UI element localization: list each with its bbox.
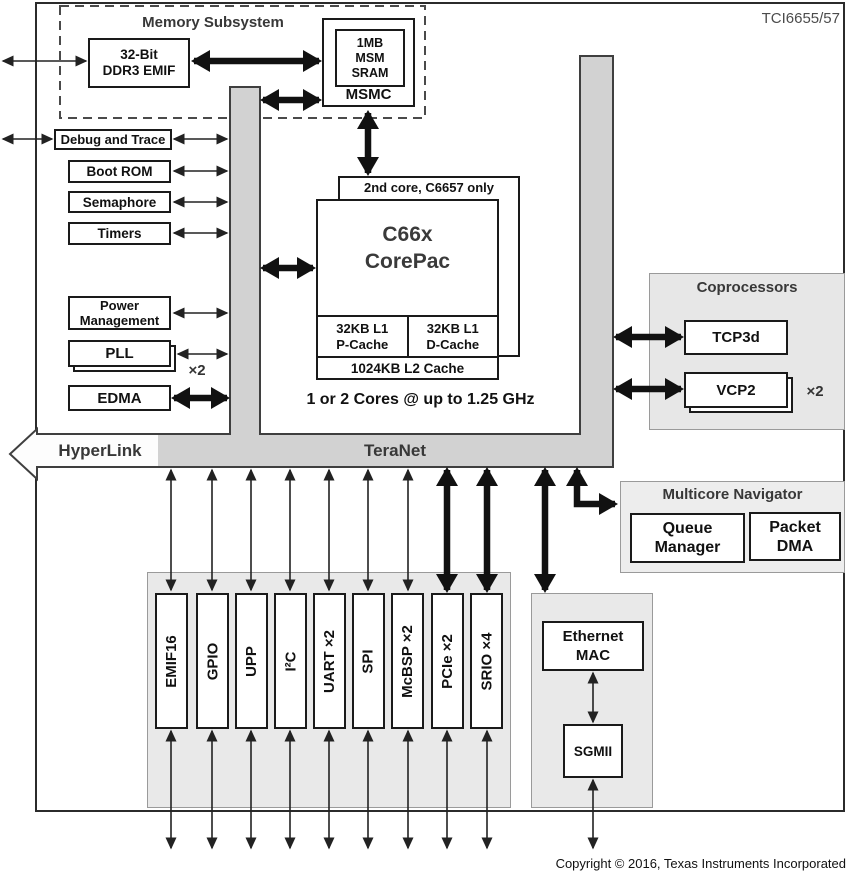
copyright-notice: Copyright © 2016, Texas Instruments Inco… [555, 856, 846, 871]
block-corepac: C66x CorePac 32KB L1 P-Cache 32KB L1 D-C… [316, 199, 499, 380]
peripheral-upp: UPP [235, 593, 268, 729]
peripheral-srio: SRIO ×4 [470, 593, 503, 729]
block-msmc: 1MB MSM SRAM MSMC [322, 18, 415, 107]
pll-multiplier-label: ×2 [188, 362, 206, 379]
thick-arrows [171, 50, 684, 593]
peripheral-srio-label: SRIO ×4 [478, 632, 496, 690]
peripheral-i2c-label: I²C [282, 651, 299, 671]
memory-subsystem-title: Memory Subsystem [142, 14, 284, 31]
peripheral-upp-label: UPP [243, 645, 260, 677]
peripheral-i2c: I²C [274, 593, 307, 729]
corepac-l1d-cache: 32KB L1 D-Cache [406, 317, 498, 356]
peripheral-gpio: GPIO [196, 593, 229, 729]
peripheral-spi-label: SPI [360, 648, 377, 674]
thin-arrows [1, 55, 599, 850]
msmc-label: MSMC [345, 86, 392, 103]
block-edma: EDMA [68, 385, 171, 411]
corepac-back-label: 2nd core, C6657 only [363, 180, 495, 195]
peripheral-emif16: EMIF16 [155, 593, 188, 729]
memory-subsystem-outline [59, 5, 426, 119]
block-semaphore: Semaphore [68, 191, 171, 213]
corepac-l1-row: 32KB L1 P-Cache 32KB L1 D-Cache [318, 315, 497, 356]
peripheral-uart-label: UART ×2 [321, 629, 338, 693]
block-tcp3d: TCP3d [684, 320, 788, 355]
block-pll: PLL [68, 340, 171, 367]
block-ethernet-mac: Ethernet MAC [542, 621, 644, 671]
corepac-l1p-cache: 32KB L1 P-Cache [336, 320, 389, 352]
vcp2-multiplier-label: ×2 [806, 383, 824, 400]
chip-label: TCI6655/57 [761, 10, 840, 27]
block-boot-rom: Boot ROM [68, 160, 171, 183]
peripheral-mcbsp-label: McBSP ×2 [399, 624, 416, 698]
block-sgmii: SGMII [563, 724, 623, 778]
corepac-title: C66x CorePac [364, 223, 451, 273]
coprocessors-title: Coprocessors [696, 279, 798, 296]
peripheral-pcie-label: PCIe ×2 [439, 633, 456, 689]
corepac-l2-cache: 1024KB L2 Cache [318, 356, 497, 378]
peripheral-uart: UART ×2 [313, 593, 346, 729]
peripheral-emif16-label: EMIF16 [163, 634, 181, 688]
block-debug-trace: Debug and Trace [54, 129, 172, 150]
peripheral-gpio-label: GPIO [204, 642, 222, 680]
peripheral-pcie: PCIe ×2 [431, 593, 464, 729]
block-ddr3-emif: 32-Bit DDR3 EMIF [88, 38, 190, 88]
hyperlink-label: HyperLink [58, 441, 142, 460]
corepac-caption: 1 or 2 Cores @ up to 1.25 GHz [306, 391, 535, 408]
block-msm-sram: 1MB MSM SRAM [335, 29, 405, 87]
arrow-bus-navigator [566, 467, 618, 515]
peripheral-mcbsp: McBSP ×2 [391, 593, 424, 729]
block-vcp2: VCP2 [684, 372, 788, 408]
teranet-label: TeraNet [363, 441, 427, 460]
peripheral-spi: SPI [352, 593, 385, 729]
multicore-navigator-title: Multicore Navigator [662, 486, 803, 503]
block-queue-manager: Queue Manager [630, 513, 745, 563]
hyperlink-arrow-outline [8, 426, 158, 482]
block-timers: Timers [68, 222, 171, 245]
block-packet-dma: Packet DMA [749, 512, 841, 561]
block-power-management: Power Management [68, 296, 171, 330]
